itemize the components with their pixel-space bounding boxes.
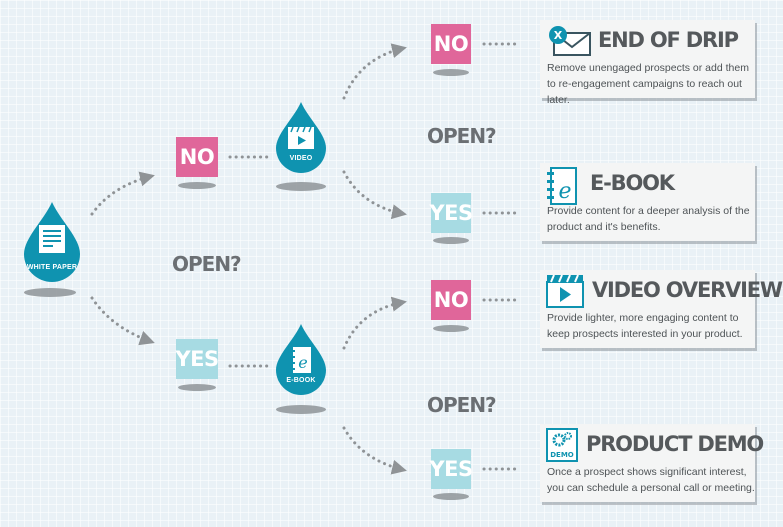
svg-text:X: X	[554, 29, 563, 42]
video-icon	[546, 274, 584, 313]
lower-no-tile: NO	[431, 280, 471, 320]
white-paper-label: WHITE PAPER	[26, 264, 78, 271]
ebook-drop: e E-BOOK	[272, 322, 330, 396]
ebook-icon: e	[546, 166, 578, 211]
document-icon	[38, 224, 66, 254]
outcome-card-product-demo: DEMO PRODUCT DEMO Once a prospect shows …	[540, 424, 764, 502]
upper-yes-tile: YES	[429, 193, 473, 233]
upper-question: OPEN?	[427, 124, 497, 148]
ebook-icon: e	[290, 346, 312, 374]
outcome-card-end-of-drip: X END OF DRIP Remove unengaged prospects…	[540, 20, 755, 106]
connector-ebook-to-no	[342, 296, 407, 350]
outcome-title: PRODUCT DEMO	[586, 432, 764, 456]
lower-no-shadow	[433, 325, 469, 332]
outcome-description: Provide content for a deeper analysis of…	[547, 205, 750, 233]
demo-gears-icon: DEMO	[546, 428, 578, 467]
upper-yes-shadow	[433, 237, 469, 244]
outcome-card-video-overview: VIDEO OVERVIEW Provide lighter, more eng…	[540, 270, 783, 348]
lower-yes-tile: YES	[429, 449, 473, 489]
connector-video-to-yes	[342, 170, 407, 220]
connector-ebook-to-yes	[342, 426, 407, 475]
first-yes-tile: YES	[175, 339, 219, 379]
connector-video-to-no	[342, 43, 407, 100]
upper-no-shadow	[433, 69, 469, 76]
first-yes-shadow	[178, 384, 216, 391]
lower-yes-shadow	[433, 493, 469, 500]
video-drop-shadow	[276, 182, 326, 191]
demo-icon-text: DEMO	[550, 451, 574, 459]
connector-start-to-no	[90, 171, 155, 216]
video-drop-label: VIDEO	[289, 155, 313, 162]
outcome-title: VIDEO OVERVIEW	[592, 278, 783, 302]
lower-question: OPEN?	[427, 393, 497, 417]
upper-no-tile: NO	[431, 24, 471, 64]
outcome-card-ebook: e E-BOOK Provide content for a deeper an…	[540, 163, 755, 241]
ebook-drop-shadow	[276, 405, 326, 414]
svg-text:e: e	[558, 179, 571, 204]
video-icon	[287, 126, 315, 150]
white-paper-drop: WHITE PAPER	[20, 200, 84, 282]
outcome-description: Provide lighter, more engaging content t…	[547, 312, 743, 340]
first-question: OPEN?	[172, 252, 242, 276]
video-drop: VIDEO	[272, 100, 330, 174]
first-no-shadow	[178, 182, 216, 189]
outcome-description: Remove unengaged prospects or add them t…	[547, 62, 749, 106]
first-no-tile: NO	[176, 137, 218, 177]
ebook-drop-label: E-BOOK	[286, 377, 316, 384]
outcome-title: END OF DRIP	[598, 28, 739, 52]
outcome-title: E-BOOK	[590, 171, 675, 195]
email-close-icon: X	[548, 25, 592, 62]
outcome-description: Once a prospect shows significant intere…	[547, 466, 755, 494]
connector-start-to-yes	[90, 296, 155, 346]
svg-text:e: e	[298, 353, 307, 372]
white-paper-shadow	[24, 288, 76, 297]
